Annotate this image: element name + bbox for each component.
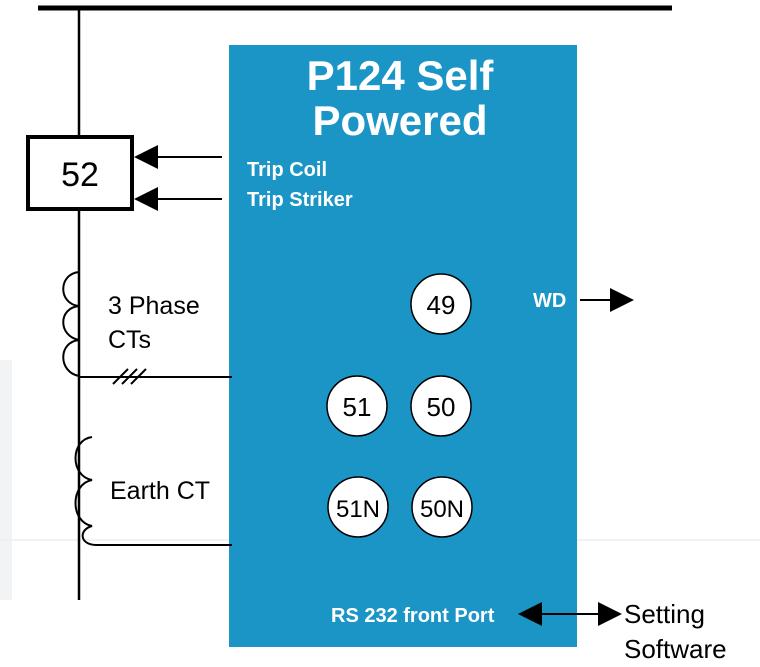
relay-title-line2: Powered [312,97,487,144]
port-arrowhead-right [598,602,622,626]
trip-coil-arrowhead [134,145,158,169]
rs232-port-label: RS 232 front Port [331,605,495,627]
function-50: 50 [410,375,472,437]
relay-box [229,45,577,647]
port-arrowhead-left [518,602,542,626]
relay-title-line1: P124 Self [307,52,495,99]
breaker-box [26,135,134,211]
trip-coil-label: Trip Coil [247,159,327,181]
svg-text:49: 49 [427,290,456,320]
svg-text:51N: 51N [336,496,380,523]
earth-ct-label: Earth CT [110,477,210,505]
function-50n: 50N [411,476,473,538]
phase-ct-label-line2: CTs [108,326,151,354]
function-51n: 51N [327,476,389,538]
earth-ct-coil [74,436,97,546]
ghost-panel-left [0,360,12,600]
three-phase-slashes [112,368,147,385]
phase-ct-coil [62,271,80,377]
setting-software-line1: Setting [624,599,705,629]
svg-text:50: 50 [427,392,456,422]
breaker-label: 52 [61,156,99,194]
function-49: 49 [410,273,472,335]
svg-text:51: 51 [343,392,372,422]
svg-text:50N: 50N [420,496,464,523]
watchdog-arrowhead [610,288,634,312]
trip-striker-arrowhead [134,187,158,211]
trip-striker-label: Trip Striker [247,189,353,211]
function-51: 51 [326,375,388,437]
setting-software-line2: Software [624,634,727,664]
watchdog-label: WD [533,290,566,312]
phase-ct-label-line1: 3 Phase [108,292,200,320]
